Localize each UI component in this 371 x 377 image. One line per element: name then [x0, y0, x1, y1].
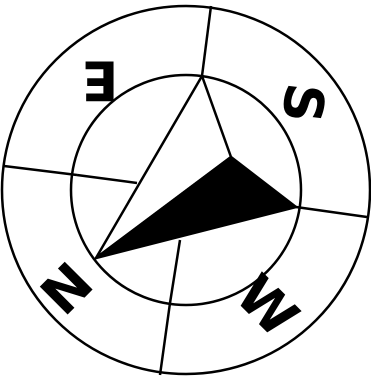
divider-right	[296, 207, 367, 217]
divider-bottom	[160, 303, 170, 375]
divider-left	[4, 166, 77, 175]
inner-left-spoke	[77, 175, 137, 183]
direction-letter-north: N	[29, 251, 106, 328]
divider-top	[202, 6, 211, 76]
direction-letter-south: S	[269, 80, 336, 126]
inner-bottom-spoke	[170, 240, 180, 303]
direction-letter-east: E	[82, 49, 119, 112]
